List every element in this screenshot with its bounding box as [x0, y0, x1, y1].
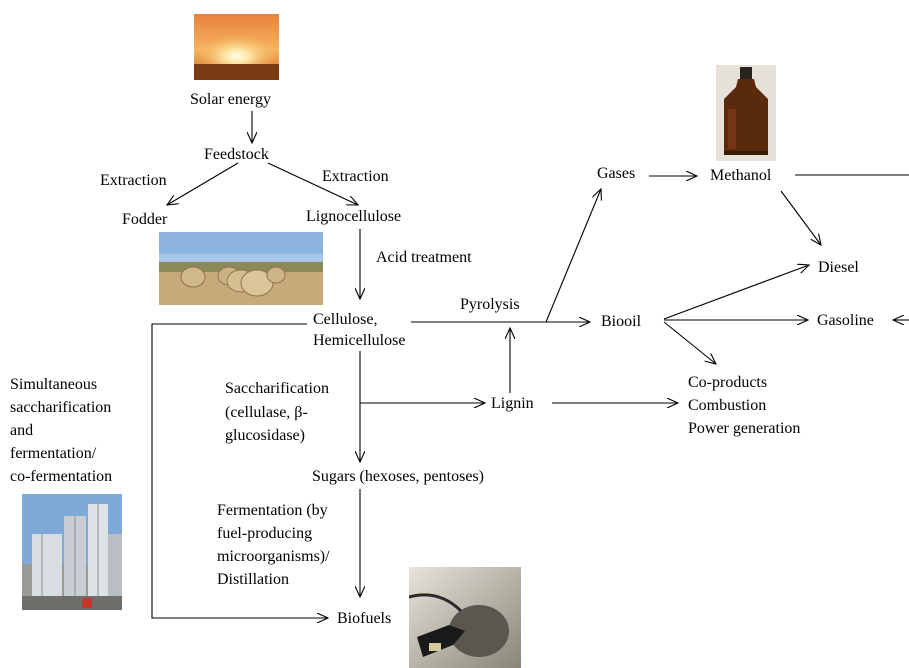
saccharification-label-line2: (cellulase, β- — [225, 404, 308, 421]
arrow-pyrolysis-gases — [545, 189, 601, 323]
fuel-nozzle-photo — [409, 567, 521, 668]
coproducts-label-line1: Co-products — [688, 374, 768, 391]
biooil-label: Biooil — [601, 313, 642, 330]
ssf-label-line2: saccharification — [10, 399, 112, 416]
extraction-left-label: Extraction — [100, 172, 167, 189]
arrow-ssf-loop — [151, 323, 328, 618]
gasoline-label: Gasoline — [817, 312, 874, 329]
coproducts-label-line3: Power generation — [688, 420, 801, 437]
ssf-label-line4: fermentation/ — [10, 445, 97, 462]
arrow-biooil-diesel — [663, 265, 809, 320]
arrow-methanol-diesel — [780, 190, 821, 245]
fermentation-label-line1: Fermentation (by — [217, 502, 328, 519]
gases-label: Gases — [597, 165, 636, 182]
lignocellulose-label: Lignocellulose — [306, 208, 402, 225]
sunset-photo — [194, 14, 279, 80]
diesel-label: Diesel — [818, 259, 859, 276]
extraction-right-label: Extraction — [322, 168, 389, 185]
arrow-biooil-coproducts — [663, 321, 716, 364]
methanol-label: Methanol — [710, 167, 772, 184]
ssf-label-line5: co-fermentation — [10, 468, 113, 485]
fermentation-label-line4: Distillation — [217, 571, 289, 588]
fodder-label: Fodder — [122, 211, 168, 228]
saccharification-label-line3: glucosidase) — [225, 427, 305, 444]
arrow-feedstock-lignocellulose — [267, 162, 358, 205]
methanol-bottle-photo — [716, 65, 776, 161]
pyrolysis-label: Pyrolysis — [460, 296, 520, 313]
biofuels-label: Biofuels — [337, 610, 392, 627]
lignin-label: Lignin — [491, 395, 534, 412]
sugars-label: Sugars (hexoses, pentoses) — [312, 468, 484, 485]
biorefinery-plant-photo — [22, 494, 122, 610]
solar-energy-label: Solar energy — [190, 91, 272, 108]
fermentation-label-line3: microorganisms)/ — [217, 548, 330, 565]
cellulose-label-line2: Hemicellulose — [313, 332, 406, 349]
saccharification-label-line1: Saccharification — [225, 380, 329, 397]
cellulose-label-line1: Cellulose, — [313, 311, 378, 328]
fermentation-label-line2: fuel-producing — [217, 525, 313, 542]
feedstock-label: Feedstock — [204, 146, 269, 163]
hay-bales-photo — [159, 232, 323, 305]
ssf-label-line3: and — [10, 422, 34, 439]
arrow-feedstock-fodder — [167, 162, 239, 205]
ssf-label-line1: Simultaneous — [10, 376, 98, 393]
coproducts-label-line2: Combustion — [688, 397, 767, 414]
acid-treatment-label: Acid treatment — [376, 249, 472, 266]
